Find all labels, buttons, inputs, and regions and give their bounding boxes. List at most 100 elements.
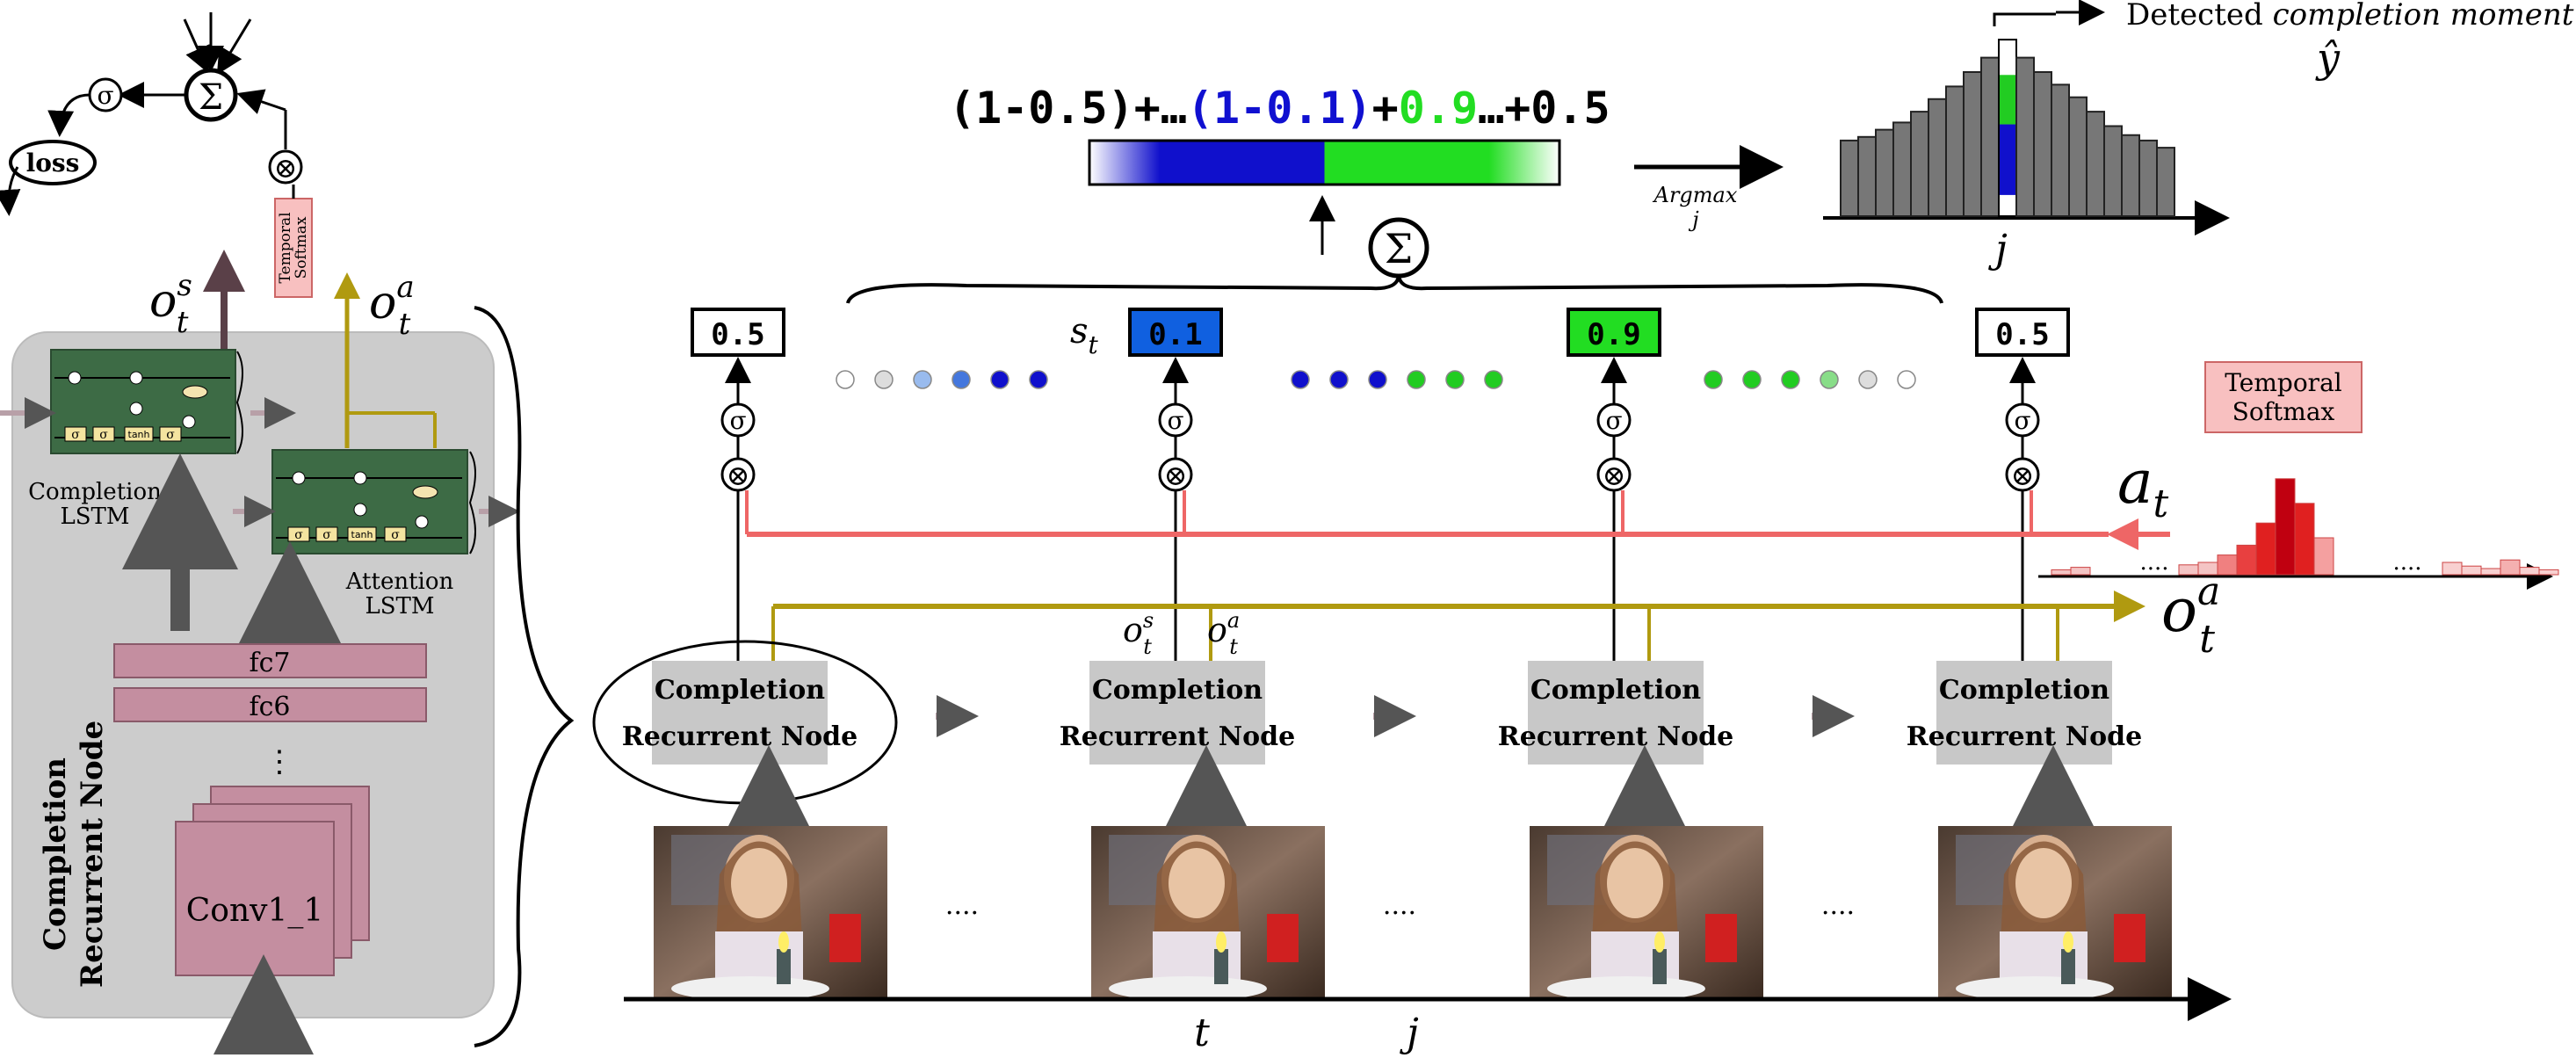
hist-bar (2068, 96, 2088, 217)
hist-bar (1928, 98, 1947, 217)
score-value: 0.5 (1995, 317, 2049, 352)
argmax-label: Argmax (1653, 183, 1738, 207)
fc7-label: fc7 (250, 648, 291, 678)
attention-lstm-label-1: Attention (345, 569, 454, 595)
svg-text:σ: σ (99, 428, 108, 442)
hist-bar (2103, 125, 2123, 217)
score-box (1975, 308, 2070, 357)
softmax-dots: .... (2139, 549, 2168, 576)
layer-dots: ⋮ (264, 744, 294, 779)
frame-dots: .... (1821, 890, 1855, 921)
svg-text:tanh: tanh (351, 529, 373, 540)
hist-bar (2156, 147, 2175, 218)
conv-label: Conv1_1 (186, 893, 324, 929)
fc7-layer (113, 643, 427, 678)
softmax-bar (2197, 562, 2218, 576)
score-dot (1329, 370, 1349, 389)
score-dot (1897, 370, 1916, 389)
softmax-bar (2500, 559, 2521, 576)
hist-bar (2015, 56, 2035, 217)
timeline: t j (624, 977, 2232, 1055)
svg-text:tanh: tanh (128, 429, 150, 440)
softmax-dots: .... (2392, 549, 2421, 576)
hist-bar (2033, 71, 2052, 217)
step-times-symbol: ⊗ (1603, 459, 1626, 492)
score-bar (1088, 139, 1561, 186)
score-dot (1368, 370, 1387, 389)
step-sigma-symbol: σ (1605, 406, 1622, 435)
at-label: at (2117, 448, 2169, 526)
softmax-bar (2236, 544, 2257, 576)
loss-label: loss (26, 149, 80, 178)
hist-bar (1963, 71, 1982, 217)
completion-lstm-cell: σ σ tanh σ (50, 349, 243, 454)
temporal-softmax-chart: Temporal Softmax ........ (2038, 361, 2559, 590)
top-brace (846, 273, 1943, 304)
step-times-symbol: ⊗ (2011, 459, 2035, 492)
left-sigma-symbol: σ (97, 81, 113, 110)
frame-dots: .... (945, 890, 979, 921)
softmax-bar (2461, 565, 2482, 576)
node-vertical-label-2: Recurrent Node (75, 721, 110, 988)
score-dot (836, 370, 855, 389)
svg-text:σ: σ (71, 428, 80, 442)
timeline-j-label: j (1399, 1011, 1419, 1054)
score-dots (836, 370, 1916, 389)
argmax: Argmax j (1634, 145, 1784, 232)
attention-lstm-label-2: LSTM (365, 593, 434, 620)
completion-lstm-label-1: Completion (28, 479, 162, 505)
hist-bar (1857, 135, 1877, 217)
softmax-bar (2519, 567, 2540, 576)
yhat-label: ŷ (2315, 34, 2341, 82)
conv-layer (175, 821, 335, 976)
left-brace (474, 306, 575, 1047)
st-label: st (1070, 311, 1099, 359)
attention-lstm-cell: σ σ tanh σ (271, 449, 476, 554)
top-sum-symbol: Σ (1385, 225, 1414, 272)
score-dot (1781, 370, 1800, 389)
score-dot (1858, 370, 1878, 389)
softmax-box (2204, 361, 2363, 433)
score-dot (1291, 370, 1310, 389)
softmax-bar (2217, 554, 2238, 576)
hist-x-label: j (1987, 227, 2008, 272)
hist-bar (1892, 121, 1912, 217)
recurrent-node-line1: Completion (655, 675, 825, 706)
left-times-node (268, 149, 303, 185)
score-dot (1704, 370, 1723, 389)
score-value: 0.1 (1148, 317, 1202, 352)
step-times-symbol: ⊗ (727, 459, 750, 492)
left-temporal-softmax-line1: Temporal (277, 212, 294, 283)
score-dot (1445, 370, 1465, 389)
fc6-label: fc6 (250, 692, 291, 722)
score-value: 0.9 (1587, 317, 1640, 352)
left-sum-node (184, 68, 238, 122)
hist-bar (1875, 128, 1894, 218)
score-box (1567, 308, 1661, 357)
recurrent-node-line2: Recurrent Node (622, 721, 857, 752)
softmax-bar (2313, 537, 2334, 576)
step-sigma-symbol: σ (2014, 406, 2030, 435)
hist-bar-green (2000, 75, 2015, 125)
score-dot (874, 370, 894, 389)
step-times-symbol: ⊗ (1164, 459, 1188, 492)
score-box (1128, 308, 1223, 357)
hist-bar-blue (2000, 124, 2015, 195)
softmax-bar (2178, 564, 2199, 576)
score-dot (990, 370, 1009, 389)
completion-histogram: j Detected completion moment ŷ (1823, 0, 2574, 272)
recurrent-node-line2: Recurrent Node (1060, 721, 1295, 752)
left-sum-symbol: Σ (199, 77, 223, 118)
softmax-box-line1: Temporal (2225, 368, 2341, 397)
frame-dots: .... (1383, 890, 1416, 921)
recurrent-node-line2: Recurrent Node (1907, 721, 2142, 752)
svg-text:σ: σ (391, 528, 400, 542)
